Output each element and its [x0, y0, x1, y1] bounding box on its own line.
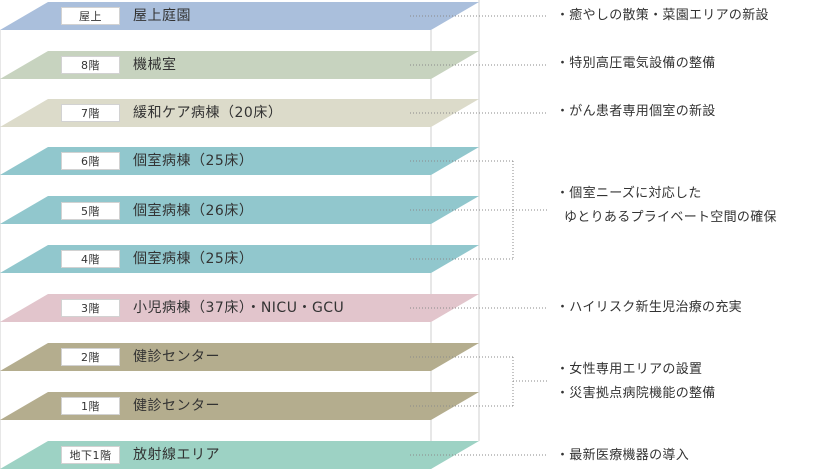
- floor-tag: 1階: [61, 397, 120, 415]
- floor-tag: 4階: [61, 250, 120, 268]
- floor-use-label: 個室病棟（25床）: [133, 251, 254, 267]
- note-3f: ・ハイリスク新生児治療の充実: [556, 298, 742, 318]
- floor-use-label: 屋上庭園: [133, 8, 191, 24]
- note-line: ・癒やしの散策・菜園エリアの新設: [556, 8, 769, 23]
- note-line: ・ハイリスク新生児治療の充実: [556, 300, 742, 315]
- floor-use-label: 健診センター: [133, 398, 220, 414]
- floor-tag: 7階: [61, 104, 120, 122]
- note-line: ・災害拠点病院機能の整備: [556, 386, 716, 401]
- floor-use-label: 機械室: [133, 57, 177, 73]
- floor-use-label: 緩和ケア病棟（20床）: [133, 105, 283, 121]
- floor-tag: 8階: [61, 56, 120, 74]
- note-line: ゆとりあるプライベート空間の確保: [564, 210, 777, 225]
- note-line: ・特別高圧電気設備の整備: [556, 56, 716, 71]
- floor-use-label: 健診センター: [133, 349, 220, 365]
- floor-use-label: 小児病棟（37床）・NICU・GCU: [133, 300, 345, 316]
- note-private-rooms: ・個室ニーズに対応した ゆとりあるプライベート空間の確保: [556, 182, 777, 230]
- note-b1f: ・最新医療機器の導入: [556, 446, 689, 466]
- note-8f: ・特別高圧電気設備の整備: [556, 54, 716, 74]
- floor-tag: 2階: [61, 348, 120, 366]
- floor-use-label: 個室病棟（25床）: [133, 153, 254, 169]
- floor-tag: 6階: [61, 152, 120, 170]
- floor-use-label: 個室病棟（26床）: [133, 203, 254, 219]
- floor-tag: 5階: [61, 202, 120, 220]
- note-line: ・個室ニーズに対応した: [556, 186, 702, 201]
- note-line: ・女性専用エリアの設置: [556, 362, 703, 377]
- note-rooftop: ・癒やしの散策・菜園エリアの新設: [556, 6, 769, 26]
- floor-tag: 3階: [61, 299, 120, 317]
- note-line: ・最新医療機器の導入: [556, 448, 690, 463]
- note-checkup-center: ・女性専用エリアの設置 ・災害拠点病院機能の整備: [556, 358, 716, 406]
- note-7f: ・がん患者専用個室の新設: [556, 102, 716, 122]
- floor-tag: 屋上: [61, 7, 120, 25]
- floor-tag: 地下1階: [61, 446, 120, 464]
- floor-use-label: 放射線エリア: [133, 447, 220, 463]
- note-line: ・がん患者専用個室の新設: [556, 104, 716, 119]
